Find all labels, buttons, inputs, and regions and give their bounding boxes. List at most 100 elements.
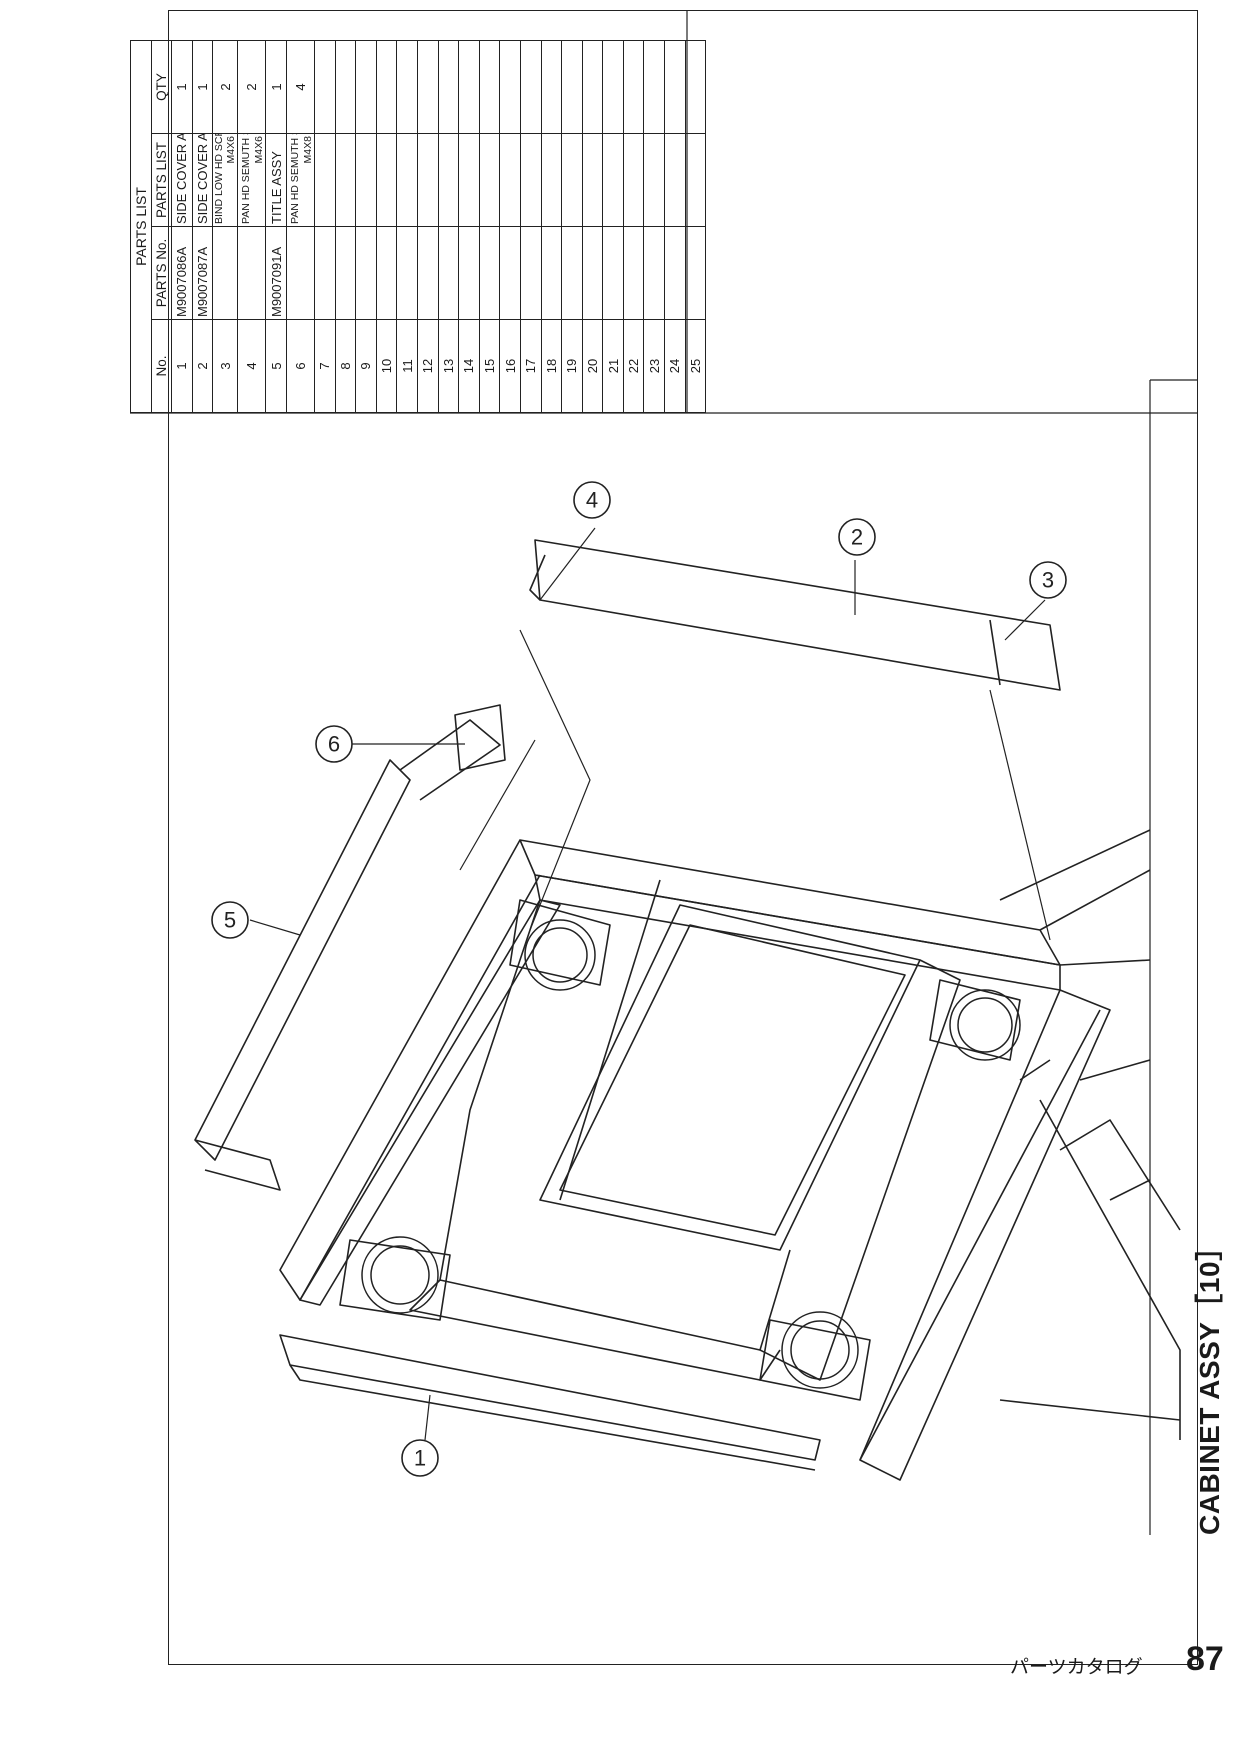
cell-qty: [602, 40, 624, 134]
cell-parts-no: [561, 226, 583, 320]
part-name: PAN HD SEMUTH SCREW-W-(三価): [288, 133, 301, 225]
table-row: 10: [376, 40, 397, 413]
table-row: 12: [417, 40, 439, 413]
parts-list-table: PARTS LIST No. PARTS No. PARTS LIST QTY …: [130, 40, 706, 413]
part-size: M4X6: [225, 136, 238, 164]
cell-name: [582, 133, 603, 227]
callout-label: 1: [414, 1446, 426, 1471]
cell-qty: [479, 40, 500, 134]
header-no: No.: [151, 319, 172, 413]
cell-no: 23: [643, 319, 665, 413]
header-parts-no: PARTS No.: [151, 226, 172, 320]
cell-qty: 2: [237, 40, 266, 134]
cell-parts-no: [314, 226, 336, 320]
cell-parts-no: [286, 226, 315, 320]
cell-name: PAN HD SEMUTH SCREW-W-(三価)M4X6: [237, 133, 266, 227]
cell-no: 13: [438, 319, 459, 413]
cell-parts-no: [458, 226, 480, 320]
cell-name: [643, 133, 665, 227]
section-title: CABINET ASSY［10］: [1194, 1232, 1225, 1535]
cell-no: 3: [212, 319, 238, 413]
cell-qty: [376, 40, 397, 134]
cell-no: 2: [192, 319, 213, 413]
cell-parts-no: [582, 226, 603, 320]
cell-qty: [499, 40, 521, 134]
cell-no: 12: [417, 319, 439, 413]
cell-qty: [458, 40, 480, 134]
cell-no: 4: [237, 319, 266, 413]
cell-parts-no: [685, 226, 706, 320]
table-row: 23: [643, 40, 665, 413]
cell-no: 18: [541, 319, 562, 413]
cell-parts-no: [335, 226, 356, 320]
cell-parts-no: [237, 226, 266, 320]
table-row: 14: [458, 40, 480, 413]
callout-6: 6: [315, 725, 353, 763]
callout-1: 1: [401, 1439, 439, 1477]
parts-list-title: PARTS LIST: [130, 40, 152, 413]
cell-qty: [314, 40, 336, 134]
cell-qty: 1: [192, 40, 213, 134]
cell-no: 6: [286, 319, 315, 413]
cell-no: 9: [355, 319, 377, 413]
callout-label: 4: [586, 488, 598, 513]
cell-name: [561, 133, 583, 227]
table-row: 11: [396, 40, 418, 413]
cell-parts-no: [438, 226, 459, 320]
cell-qty: 1: [265, 40, 287, 134]
cell-parts-no: [376, 226, 397, 320]
cell-no: 1: [171, 319, 193, 413]
cell-no: 16: [499, 319, 521, 413]
parts-list-area: PARTS LIST No. PARTS No. PARTS LIST QTY …: [130, 40, 706, 413]
cell-name: [355, 133, 377, 227]
cell-no: 10: [376, 319, 397, 413]
cell-parts-no: [541, 226, 562, 320]
cell-name: [335, 133, 356, 227]
cell-qty: 1: [171, 40, 193, 134]
cell-parts-no: [520, 226, 541, 320]
cell-name: [499, 133, 521, 227]
callout-label: 2: [851, 525, 863, 550]
cell-qty: [623, 40, 644, 134]
cell-parts-no: M9007087A: [192, 226, 213, 320]
cell-qty: [335, 40, 356, 134]
cell-parts-no: [212, 226, 238, 320]
table-row: 18: [541, 40, 562, 413]
cell-qty: [417, 40, 439, 134]
part-name: TITLE ASSY: [268, 151, 284, 224]
cell-name: BIND LOW HD SCREW<STAINLESS>M4X6: [212, 133, 238, 227]
cell-name: [438, 133, 459, 227]
cell-no: 15: [479, 319, 500, 413]
cell-parts-no: [355, 226, 377, 320]
cell-no: 7: [314, 319, 336, 413]
page-number: 87: [1186, 1640, 1224, 1678]
table-row: 20: [582, 40, 603, 413]
cell-qty: [355, 40, 377, 134]
cell-name: [479, 133, 500, 227]
cabinet-right-panel: [859, 989, 1111, 1481]
cell-name: [541, 133, 562, 227]
cell-no: 8: [335, 319, 356, 413]
callout-label: 6: [328, 732, 340, 757]
callout-4: 4: [573, 481, 611, 519]
cell-parts-no: [499, 226, 521, 320]
page-frame: [168, 10, 1198, 1665]
table-row: 22: [623, 40, 644, 413]
table-row: 25: [685, 40, 706, 413]
cell-parts-no: [417, 226, 439, 320]
part-side-cover-r: [534, 539, 1061, 691]
cell-name: TITLE ASSY: [265, 133, 287, 227]
cell-no: 24: [664, 319, 686, 413]
cell-parts-no: [396, 226, 418, 320]
cell-parts-no: [643, 226, 665, 320]
cell-parts-no: M9007091A: [265, 226, 287, 320]
part-size: M4X8: [301, 136, 314, 164]
cell-name: [520, 133, 541, 227]
table-row: 8: [335, 40, 356, 413]
cell-parts-no: [623, 226, 644, 320]
table-row: 7: [314, 40, 336, 413]
